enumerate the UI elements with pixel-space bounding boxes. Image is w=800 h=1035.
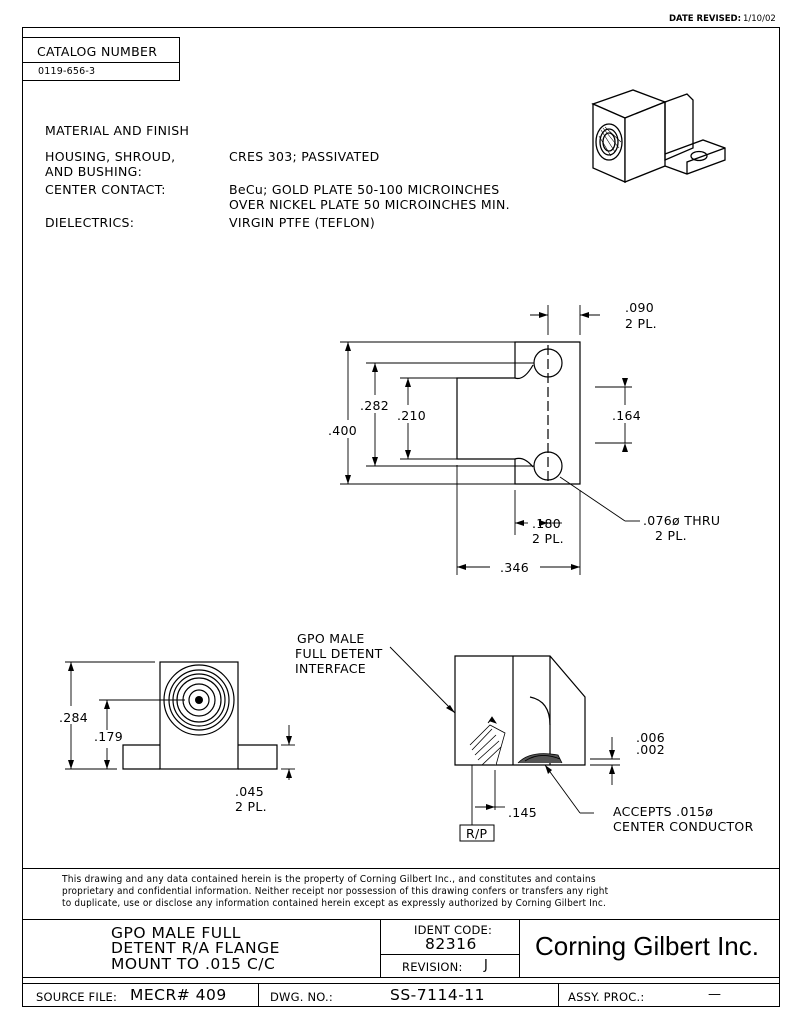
accepts-note-1: ACCEPTS .015ø [613,804,714,819]
dim-002: .002 [636,742,666,757]
disclaimer-line: to duplicate, use or disclose any inform… [62,898,606,909]
company-name: Corning Gilbert Inc. [535,931,759,961]
dim-045: .045 [235,784,265,799]
title-block-divider [380,919,381,977]
disclaimer-line: This drawing and any data contained here… [62,874,596,885]
revision-label: REVISION: [402,960,463,974]
drawing-title-2: DETENT R/A FLANGE [111,939,280,957]
material-name: CENTER CONTACT: [45,182,166,197]
front-view-drawing [65,661,295,780]
dim-180: .180 [532,516,562,531]
material-name-2: AND BUSHING: [45,164,143,179]
dim-179: .179 [94,729,124,744]
dim-164: .164 [612,408,642,423]
material-value: CRES 303; PASSIVATED [229,149,380,164]
isometric-connector-illustration [591,89,726,183]
drawing-title-1: GPO MALE FULL [111,924,241,942]
catalog-divider [22,62,180,63]
footer-divider [258,983,259,1007]
source-file-value: MECR# 409 [130,986,227,1004]
dim-145: .145 [508,805,538,820]
dim-045-qty: 2 PL. [235,799,267,814]
title-block-rule [22,977,780,978]
ident-divider [380,954,519,955]
assy-proc-value: — [708,987,721,1002]
dim-180-qty: 2 PL. [532,531,564,546]
hole-note: .076ø THRU [643,513,721,528]
material-name: HOUSING, SHROUD, [45,149,176,164]
catalog-label: CATALOG NUMBER [37,44,158,59]
side-view-drawing [389,646,620,842]
top-view-drawing [340,305,640,575]
dim-090-qty: 2 PL. [625,316,657,331]
interface-note-3: INTERFACE [295,661,366,676]
dim-346: .346 [500,560,530,575]
interface-note-1: GPO MALE [297,631,365,646]
dim-090: .090 [625,300,655,315]
date-revised-value: 1/10/02 [743,14,776,24]
ident-code-value: 82316 [425,935,477,953]
title-block-divider [519,919,520,977]
material-value: VIRGIN PTFE (TEFLON) [229,215,376,230]
footer-divider [558,983,559,1007]
drawing-title-3: MOUNT TO .015 C/C [111,955,276,973]
accepts-note-2: CENTER CONDUCTOR [613,819,754,834]
disclaimer-top-rule [22,868,780,869]
date-revised-label: DATE REVISED: [669,14,742,24]
disclaimer-line: proprietary and confidential information… [62,886,609,897]
dwg-no-value: SS-7114-11 [390,986,486,1004]
rp-label: R/P [466,826,488,841]
source-file-label: SOURCE FILE: [36,990,118,1004]
material-value: BeCu; GOLD PLATE 50-100 MICROINCHES [229,182,500,197]
assy-proc-label: ASSY. PROC.: [568,990,645,1004]
interface-note-2: FULL DETENT [295,646,383,661]
material-name: DIELECTRICS: [45,215,135,230]
hole-note-qty: 2 PL. [655,528,687,543]
catalog-number: 0119-656-3 [38,66,96,77]
dim-282: .282 [360,398,390,413]
dim-400: .400 [328,423,358,438]
ident-code-label: IDENT CODE: [414,923,493,937]
materials-title: MATERIAL AND FINISH [45,123,190,138]
dim-210: .210 [397,408,427,423]
dim-006: .006 [636,730,666,745]
drawing-frame [22,27,780,1007]
revision-value: J [484,958,488,973]
material-value-2: OVER NICKEL PLATE 50 MICROINCHES MIN. [229,197,510,212]
title-block-top-rule [22,919,780,920]
catalog-box [22,37,180,81]
dim-284: .284 [59,710,89,725]
dwg-no-label: DWG. NO.: [270,990,333,1004]
title-block-rule [22,983,780,984]
